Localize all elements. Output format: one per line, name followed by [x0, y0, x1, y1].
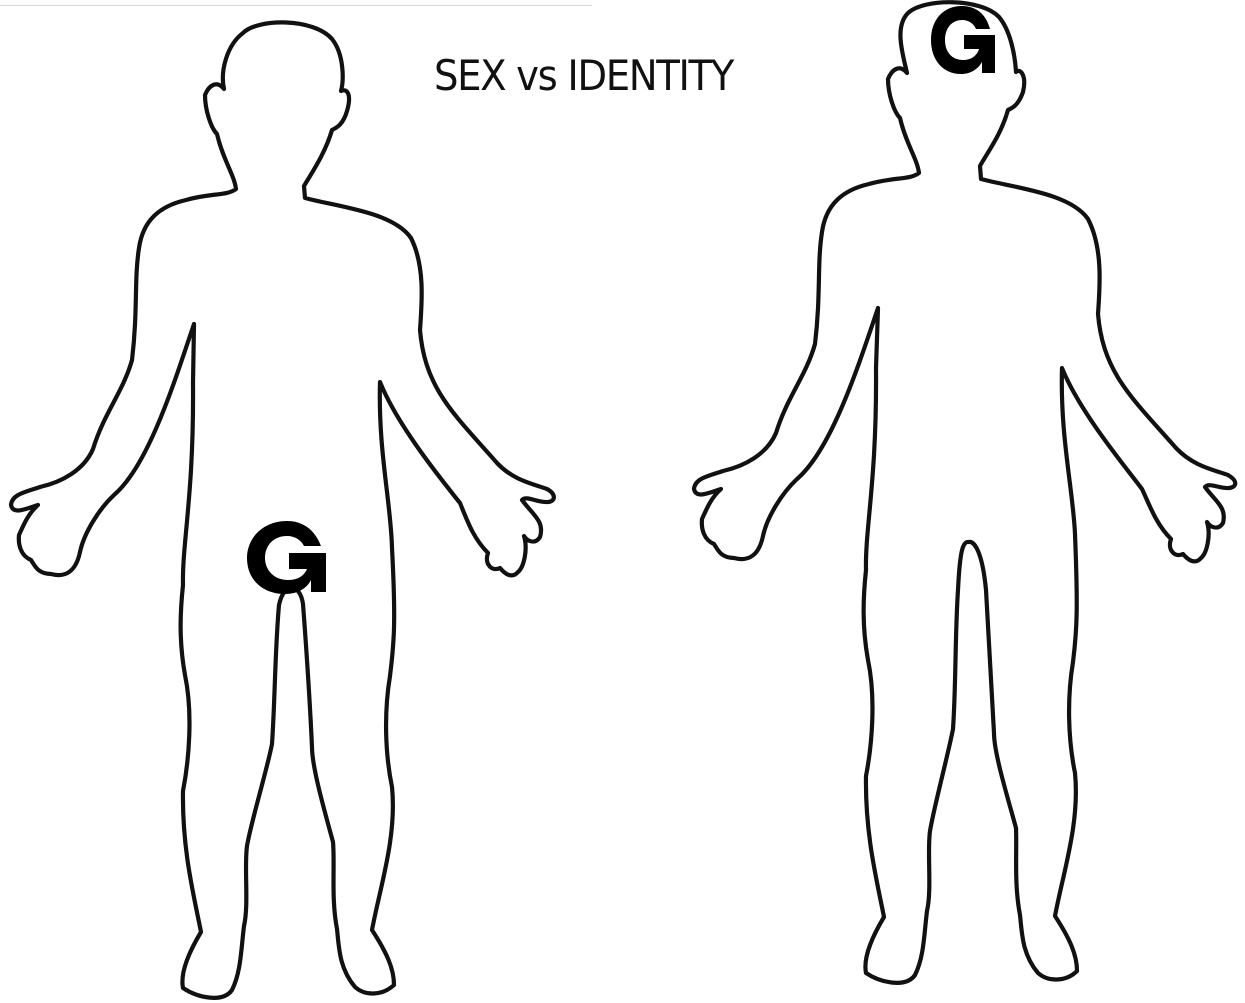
groin-g-icon	[245, 519, 331, 595]
left-body-outline	[11, 22, 554, 997]
right-body-outline-svg	[690, 0, 1245, 1003]
right-body-outline	[694, 2, 1235, 983]
groin-g-icon-svg	[245, 519, 331, 595]
right-body-figure	[690, 0, 1245, 1003]
left-body-figure	[0, 0, 580, 1003]
head-g-icon-svg	[929, 4, 997, 76]
head-g-icon	[929, 4, 997, 76]
left-body-outline-svg	[0, 0, 580, 1003]
